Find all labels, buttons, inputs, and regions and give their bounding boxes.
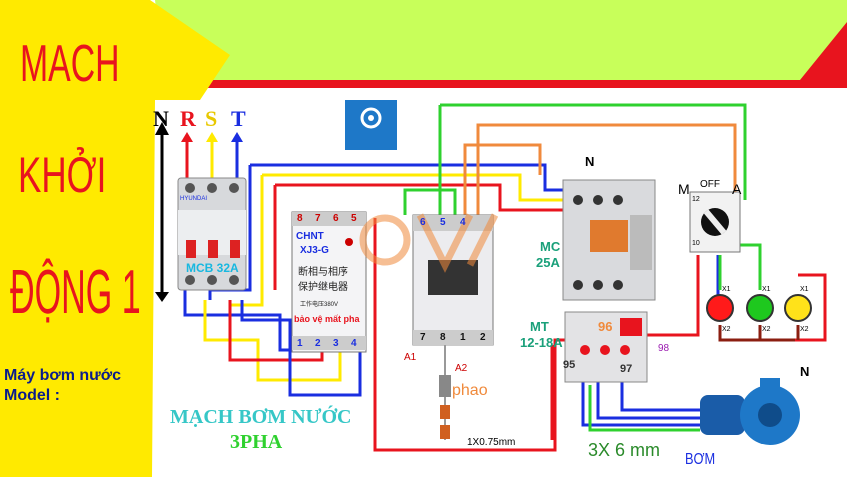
contactor-label-1: MC — [540, 239, 561, 254]
float-a1-label: A1 — [404, 352, 417, 363]
overload-t96: 96 — [598, 319, 613, 334]
phase-t-label: T — [231, 106, 246, 131]
phase-n-label: N — [153, 106, 169, 131]
phase-s-label: S — [205, 106, 218, 131]
lime-banner-top — [155, 0, 847, 80]
overload-label-2: 12-18A — [520, 335, 563, 350]
red-banner-stripe — [160, 22, 847, 88]
phase-relay — [291, 211, 367, 353]
lamp-green-x1: X1 — [762, 286, 771, 293]
wires — [183, 103, 827, 452]
overload-t97: 97 — [620, 363, 633, 375]
relay-terminal-4: 4 — [351, 338, 357, 349]
float-terminal-2: 2 — [480, 332, 486, 343]
lamp-yellow-x2: X2 — [800, 326, 809, 333]
float-a2-label: A2 — [455, 363, 468, 374]
mcb-label: MCB 32A — [186, 261, 239, 275]
lamp-red-x1: X1 — [722, 286, 731, 293]
relay-terminal-1: 1 — [297, 338, 303, 349]
mcb-breaker — [177, 177, 247, 291]
float-relay — [412, 214, 494, 346]
model-label: Model : — [4, 387, 60, 404]
float-label: phao — [452, 382, 488, 399]
float-sensor — [439, 345, 451, 440]
water-pump — [700, 378, 800, 445]
overload-label-1: MT — [530, 319, 549, 334]
caption-line-2: 3PHA — [230, 431, 283, 453]
float-terminal-4: 4 — [460, 217, 466, 228]
switch-m-label: M — [678, 181, 690, 197]
watermark-logo — [359, 213, 499, 273]
contactor-n-label: N — [585, 154, 595, 169]
relay-terminal-7: 7 — [315, 213, 321, 224]
switch-t10: 10 — [692, 240, 700, 247]
float-terminal-7: 7 — [420, 332, 426, 343]
title-line-1: MACH — [20, 35, 120, 93]
relay-terminal-6: 6 — [333, 213, 339, 224]
relay-terminal-2: 2 — [315, 338, 321, 349]
relay-terminal-5: 5 — [351, 213, 357, 224]
selector-switch — [689, 191, 741, 253]
lamp-yellow-x1: X1 — [800, 286, 809, 293]
switch-t12: 12 — [692, 196, 700, 203]
title-line-3: ĐỘNG 1 — [10, 258, 141, 327]
relay-voltage: 工作电压380V — [300, 302, 339, 308]
float-terminal-1: 1 — [460, 332, 466, 343]
caption-line-1: MẠCH BƠM NƯỚC — [170, 406, 352, 428]
phase-r-label: R — [180, 106, 196, 131]
relay-brand: CHNT — [296, 231, 324, 242]
overload-relay — [564, 311, 648, 383]
brand-logo — [345, 100, 397, 150]
relay-model: XJ3-G — [300, 245, 329, 256]
overload-t95: 95 — [563, 359, 576, 371]
overload-t98: 98 — [658, 343, 670, 354]
relay-terminal-8: 8 — [297, 213, 303, 224]
float-terminal-5: 5 — [440, 217, 446, 228]
relay-terminal-3: 3 — [333, 338, 339, 349]
lamps-n-label: N — [800, 364, 810, 379]
contactor-label-2: 25A — [536, 255, 560, 270]
power-cable-label: 3X 6 mm — [588, 440, 661, 460]
lamp-red-x2: X2 — [722, 326, 731, 333]
relay-cn-text-2: 保护继电器 — [298, 282, 348, 293]
lamp-green-x2: X2 — [762, 326, 771, 333]
yellow-side-panel — [0, 0, 230, 477]
pump-label: BƠM — [685, 451, 716, 468]
float-terminal-6: 6 — [420, 217, 426, 228]
mcb-brand: HYUNDAI — [180, 196, 208, 202]
float-terminal-8: 8 — [440, 332, 446, 343]
phase-arrows — [155, 122, 243, 302]
title-line-2: KHỞI — [18, 147, 107, 203]
switch-off-label: OFF — [700, 179, 720, 190]
indicator-lamps — [706, 294, 812, 322]
relay-cn-text-1: 断相与相序 — [298, 267, 348, 278]
cable-size-label: 1X0.75mm — [467, 437, 516, 448]
relay-desc: bảo vệ mất pha — [294, 314, 360, 324]
contactor — [562, 179, 656, 301]
pump-model-label: Máy bơm nước — [4, 367, 122, 384]
switch-a-label: A — [732, 181, 742, 197]
